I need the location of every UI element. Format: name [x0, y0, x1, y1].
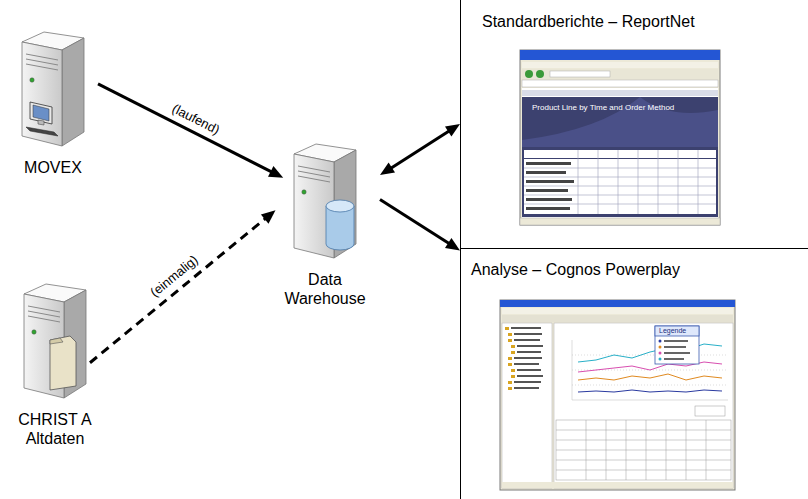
server-illustration	[18, 28, 88, 152]
arrow-line	[98, 84, 272, 173]
data-flow-arrow	[390, 130, 450, 168]
legend-heading: Legende	[659, 327, 686, 334]
output-panel: Standardberichte – ReportNet	[460, 0, 808, 248]
server-illustration	[20, 280, 90, 404]
report-heading: Product Line by Time and Order Method	[532, 103, 674, 112]
arrow-line	[390, 130, 450, 168]
divider-line	[460, 248, 808, 249]
arrow-line	[380, 199, 450, 244]
server-icon	[20, 280, 90, 400]
powerplay-screenshot	[500, 300, 735, 490]
server-icon	[18, 28, 88, 148]
server-caption: Data Warehouse	[270, 270, 380, 308]
output-panel: Analyse – Cognos Powerplay	[460, 248, 808, 499]
edge-label: (laufend)	[170, 101, 223, 138]
server-node: CHRIST A Altdaten	[5, 280, 105, 452]
server-caption: MOVEX	[8, 158, 98, 177]
arrowhead	[268, 166, 283, 178]
panel-title: Standardberichte – ReportNet	[482, 12, 695, 31]
arrow-line	[90, 218, 266, 363]
server-node: MOVEX	[8, 28, 98, 208]
server-illustration	[290, 140, 360, 264]
arrowhead	[380, 163, 395, 176]
server-icon	[290, 140, 360, 260]
panel-title: Analyse – Cognos Powerplay	[471, 260, 680, 279]
server-node: Data Warehouse	[270, 140, 380, 410]
divider-line	[460, 0, 461, 499]
data-flow-arrow	[98, 84, 272, 173]
reportnet-screenshot	[520, 50, 720, 225]
data-flow-arrow	[90, 218, 266, 363]
server-caption: CHRIST A Altdaten	[5, 410, 105, 448]
arrowhead	[445, 238, 460, 251]
arrowhead	[261, 210, 276, 224]
arrowhead	[445, 124, 460, 137]
data-flow-arrow	[380, 199, 450, 244]
